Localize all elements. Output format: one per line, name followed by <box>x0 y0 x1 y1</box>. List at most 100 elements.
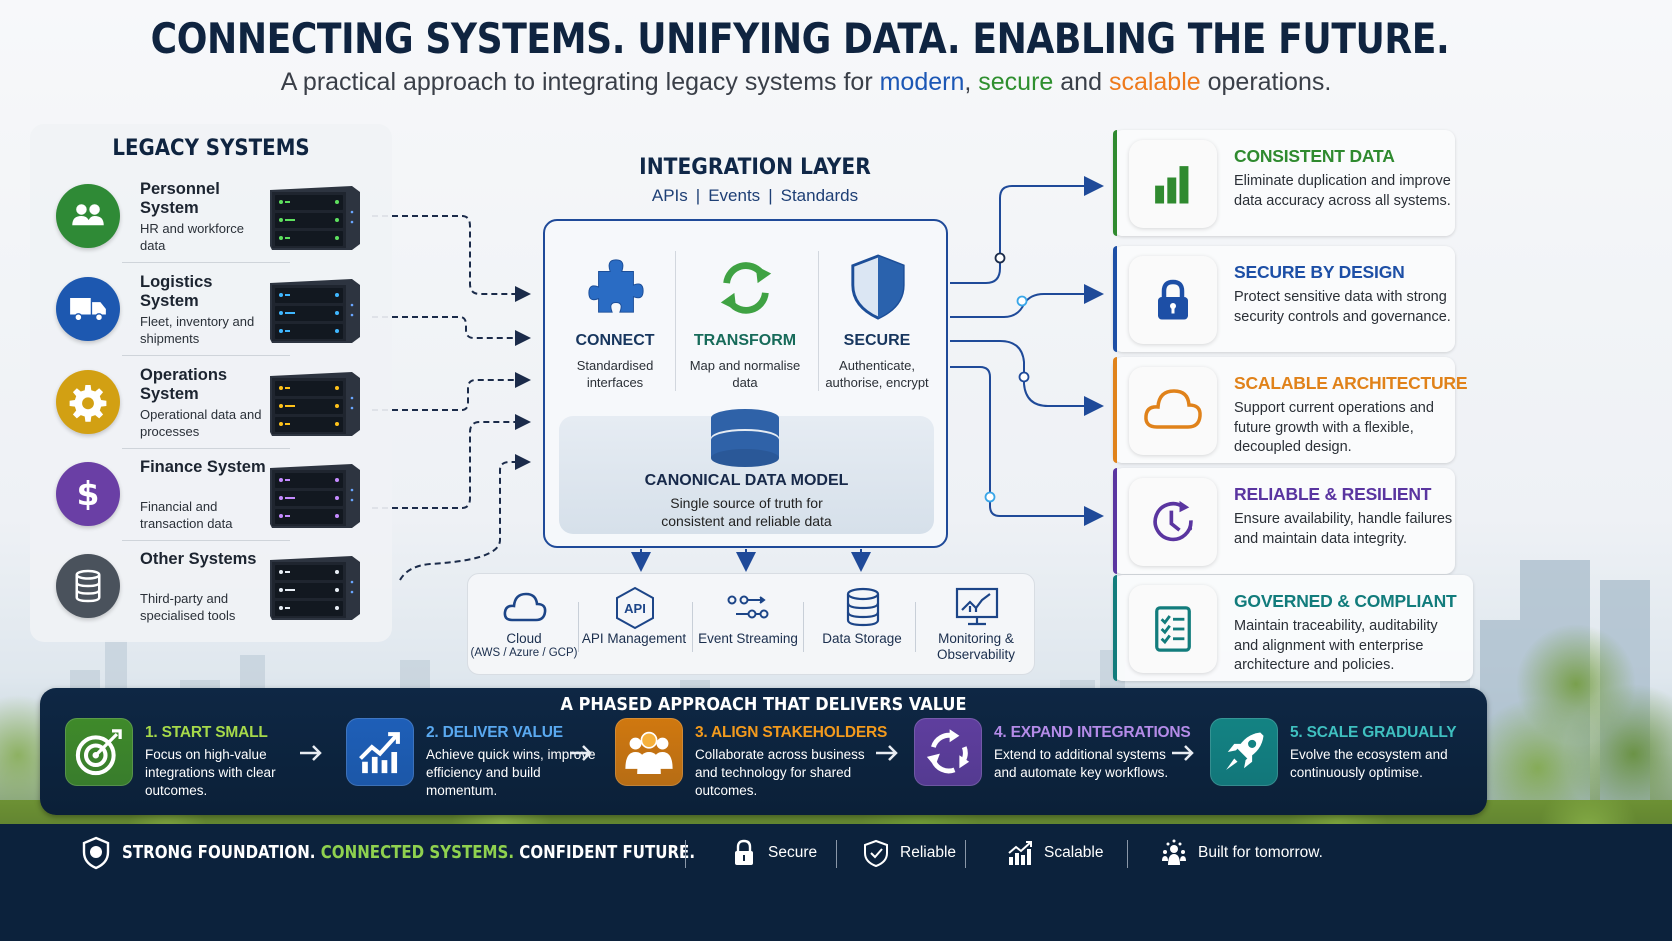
benefit-title: SECURE BY DESIGN <box>1234 262 1405 282</box>
target-icon <box>73 726 125 778</box>
cloud-icon <box>1141 379 1205 443</box>
benefit-icon-box <box>1129 585 1217 673</box>
pillar-desc: Standardised interfaces <box>576 358 654 390</box>
connector-logistics <box>372 316 531 346</box>
pillar-secure: SECURE Authenticate, authorise, encrypt <box>812 221 942 401</box>
divider <box>915 602 916 652</box>
legacy-systems-panel: LEGACY SYSTEMS Personnel System HR and w… <box>30 124 392 642</box>
benefit-title: CONSISTENT DATA <box>1234 146 1395 166</box>
connector-finance <box>372 414 531 509</box>
api-icon-text: API <box>624 601 646 616</box>
database-icon <box>56 554 120 618</box>
legacy-system-row: Operations System Operational data and p… <box>30 358 392 450</box>
rocket-icon <box>1218 726 1270 778</box>
pillar-desc: Map and normalise data <box>689 358 801 390</box>
divider <box>965 840 966 868</box>
system-description: Third-party and specialised tools <box>140 591 236 623</box>
benefit-card: SECURE BY DESIGN Protect sensitive data … <box>1113 246 1455 352</box>
platform-label: Event Streaming <box>698 631 798 646</box>
divider <box>122 355 290 356</box>
people-icon <box>56 184 120 248</box>
phase-description: Evolve the ecosystem and continuously op… <box>1290 747 1448 780</box>
platform-label: Monitoring & Observability <box>936 631 1016 662</box>
system-description: HR and workforce data <box>140 221 245 253</box>
api-hexagon-icon: API <box>616 586 654 630</box>
system-description: Financial and transaction data <box>140 499 233 531</box>
team-icon <box>622 725 676 779</box>
refresh-icon <box>720 262 772 314</box>
integration-sub-standards: Standards <box>780 186 859 205</box>
connector-scalable <box>950 340 1104 416</box>
platform-label: API Management <box>581 631 687 646</box>
phase-icon-box <box>615 718 683 786</box>
benefit-accent-bar <box>1113 130 1117 236</box>
phase-title: 5. SCALE GRADUALLY <box>1290 724 1457 741</box>
benefit-description: Protect sensitive data with strong secur… <box>1234 289 1451 325</box>
benefit-description: Maintain traceability, auditability and … <box>1234 618 1438 673</box>
server-icon <box>270 186 360 250</box>
subtitle-text: operations. <box>1200 68 1332 96</box>
platform-label: Data Storage <box>822 631 902 646</box>
system-name: Other Systems <box>140 550 257 568</box>
phased-approach-band: A PHASED APPROACH THAT DELIVERS VALUE 1.… <box>40 688 1487 815</box>
cdm-label: CANONICAL DATA MODEL <box>644 472 849 489</box>
divider <box>122 262 290 263</box>
phase-title: 1. START SMALL <box>145 724 268 741</box>
system-name: Finance System <box>140 458 266 476</box>
clock-refresh-icon <box>1147 496 1199 548</box>
page-subtitle: A practical approach to integrating lega… <box>0 68 1612 97</box>
benefit-card: SCALABLE ARCHITECTURE Support current op… <box>1113 357 1468 463</box>
subtitle-highlight-modern: modern <box>879 68 965 96</box>
integration-sub-events: Events <box>708 186 761 205</box>
platform-item-event-streaming: Event Streaming <box>692 574 804 676</box>
platform-label: Cloud(AWS / Azure / GCP) <box>468 631 580 660</box>
phase-title: 2. DELIVER VALUE <box>426 724 563 741</box>
phase-description: Extend to additional systems and automat… <box>994 747 1169 780</box>
database-icon <box>846 587 880 627</box>
phase-step: 5. SCALE GRADUALLY Evolve the ecosystem … <box>1210 718 1480 808</box>
pillar-label: SECURE <box>843 332 911 349</box>
divider <box>675 251 676 391</box>
truck-icon <box>56 277 120 341</box>
separator: | <box>768 186 773 205</box>
benefit-icon-box <box>1129 367 1217 455</box>
footer-bar: STRONG FOUNDATION. CONNECTED SYSTEMS. CO… <box>0 824 1672 941</box>
connector-other <box>399 454 531 581</box>
platform-item-api-management: API API Management <box>578 574 690 676</box>
connector-operations <box>372 372 531 411</box>
canonical-data-model: CANONICAL DATA MODEL Single source of tr… <box>559 409 934 534</box>
integration-layer-title: INTEGRATION LAYER <box>639 155 871 180</box>
svg-text:$: $ <box>77 474 100 513</box>
phase-icon-box <box>346 718 414 786</box>
subtitle-highlight-secure: secure <box>978 68 1054 96</box>
server-icon <box>270 279 360 343</box>
benefit-accent-bar <box>1113 468 1117 574</box>
system-name: Operations System <box>140 366 228 403</box>
arrow-right-icon <box>876 745 898 761</box>
phase-icon-box <box>65 718 133 786</box>
server-icon <box>270 556 360 620</box>
footer-item-scalable: Scalable <box>1006 838 1103 868</box>
footer-item-secure: Secure <box>730 838 817 868</box>
benefit-icon-box <box>1129 140 1217 228</box>
pillar-desc: Authenticate, authorise, encrypt <box>825 358 929 390</box>
dollar-icon: $ <box>56 462 120 526</box>
benefit-accent-bar <box>1113 246 1117 352</box>
tagline-part: CONFIDENT FUTURE. <box>514 843 696 863</box>
subtitle-text: and <box>1053 68 1109 96</box>
phase-description: Focus on high-value integrations with cl… <box>145 747 276 798</box>
connector-secure-by-design <box>950 284 1104 318</box>
phased-approach-title: A PHASED APPROACH THAT DELIVERS VALUE <box>560 695 967 715</box>
legacy-system-row: $ Finance System Financial and transacti… <box>30 450 392 542</box>
phase-step: 1. START SMALL Focus on high-value integ… <box>65 718 335 808</box>
system-name: Personnel System <box>140 180 220 217</box>
footer-item-label: Built for tomorrow. <box>1198 844 1323 861</box>
phase-title: 4. EXPAND INTEGRATIONS <box>994 724 1191 741</box>
subtitle-text: , <box>964 68 979 96</box>
benefit-description: Eliminate duplication and improve data a… <box>1234 173 1451 209</box>
integration-sub-apis: APIs <box>651 186 688 205</box>
gear-icon <box>56 370 120 434</box>
lock-icon <box>735 839 753 865</box>
benefit-title: GOVERNED & COMPLIANT <box>1234 591 1457 611</box>
tagline-part: STRONG FOUNDATION. <box>122 843 321 863</box>
